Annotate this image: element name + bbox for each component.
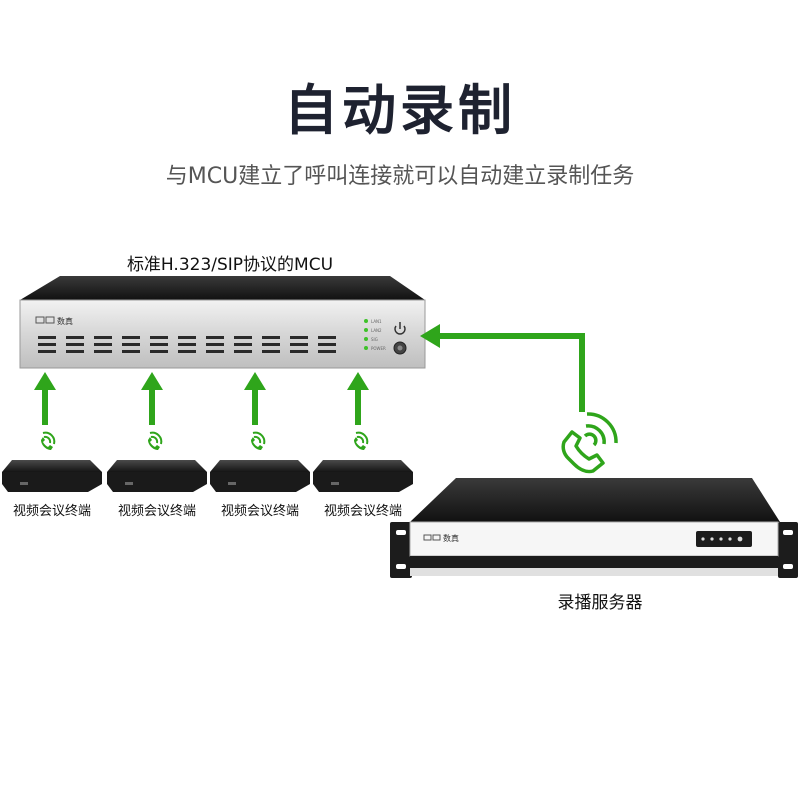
- terminal-phone-icons: [41, 431, 369, 450]
- key-switch: [393, 341, 407, 355]
- terminal-device-1: [2, 460, 102, 492]
- terminal-arrows: [42, 388, 361, 425]
- phone-call-icon: [561, 412, 618, 474]
- led-label-lan1: LAN1: [371, 319, 382, 324]
- terminal-arrowheads: [34, 372, 369, 390]
- terminal-label-3: 视频会议终端: [220, 504, 299, 519]
- power-icon: [394, 322, 406, 335]
- mcu-device: 数真 LAN1 LAN2 SIG POWER: [19, 276, 426, 369]
- terminal-device-2: [107, 460, 207, 492]
- mcu-label: 标准H.323/SIP协议的MCU: [126, 255, 334, 275]
- brand-logo-icon: [423, 534, 441, 541]
- recorder-arrow: [420, 324, 585, 412]
- terminal-label-4: 视频会议终端: [323, 504, 402, 519]
- recorder-device: 数真: [390, 478, 798, 578]
- page-title: 自动录制: [284, 79, 516, 142]
- brand-logo-icon: [35, 316, 55, 324]
- terminal-label-2: 视频会议终端: [117, 504, 196, 519]
- led-label-sig: SIG: [371, 337, 378, 342]
- page-subtitle: 与MCU建立了呼叫连接就可以自动建立录制任务: [165, 164, 635, 189]
- recorder-label: 录播服务器: [557, 593, 643, 613]
- mcu-led-panel: LAN1 LAN2 SIG POWER: [364, 319, 386, 351]
- terminal-device-4: [313, 460, 413, 492]
- phone-call-icon: [41, 431, 56, 450]
- mcu-vent-grille: [38, 336, 336, 353]
- terminal-label-1: 视频会议终端: [12, 504, 91, 519]
- recorder-brand-text: 数真: [443, 533, 459, 543]
- phone-call-icon: [251, 431, 266, 450]
- mcu-brand-text: 数真: [57, 316, 73, 326]
- phone-call-icon: [354, 431, 369, 450]
- recorder-control-panel: [696, 531, 752, 547]
- led-label-power: POWER: [371, 346, 386, 351]
- terminal-devices: [2, 460, 413, 492]
- led-label-lan2: LAN2: [371, 328, 382, 333]
- terminal-device-3: [210, 460, 310, 492]
- phone-call-icon: [148, 431, 163, 450]
